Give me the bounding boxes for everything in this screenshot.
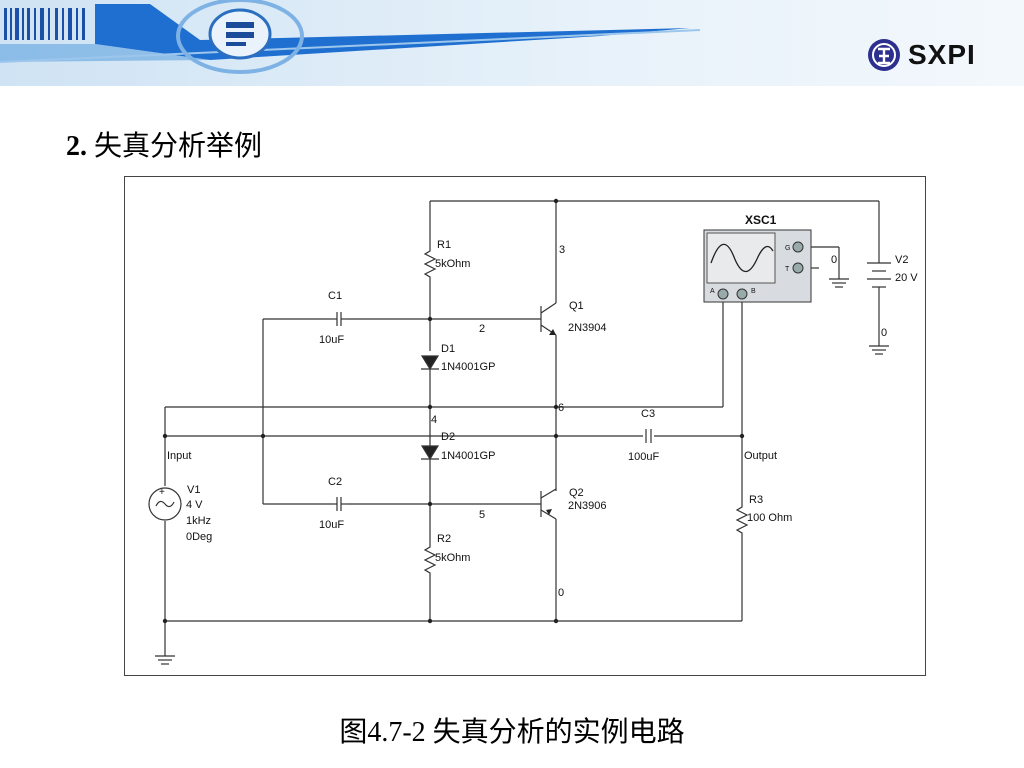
net-label-0-supply: 0 xyxy=(881,327,887,339)
r3-resistor xyxy=(735,501,749,537)
circuit-schematic: XSC1 G T A B 0 R1 5kOhm C1 10uF 2 3 Q1 2… xyxy=(148,198,918,665)
c2-value: 10uF xyxy=(319,519,344,531)
header-banner xyxy=(0,0,1024,86)
net-label-4: 4 xyxy=(431,414,437,426)
v1-ac-source xyxy=(148,487,182,521)
d1-diode xyxy=(420,355,440,371)
scope-terminal-a: A xyxy=(710,288,715,295)
q1-value: 2N3904 xyxy=(568,322,607,334)
net-label-6: 6 xyxy=(558,402,564,414)
figure-caption: 图4.7-2 失真分析的实例电路 xyxy=(339,717,685,748)
net-label-input: Input xyxy=(167,450,191,462)
d2-name: D2 xyxy=(441,431,455,443)
c1-name: C1 xyxy=(328,290,342,302)
d1-value: 1N4001GP xyxy=(441,361,495,373)
heading-text: 失真分析举例 xyxy=(94,131,263,162)
net-label-output: Output xyxy=(744,450,777,462)
v2-name: V2 xyxy=(895,254,908,266)
c1-value: 10uF xyxy=(319,334,344,346)
r1-value: 5kOhm xyxy=(435,258,470,270)
c3-name: C3 xyxy=(641,408,655,420)
logo-text: SXPI xyxy=(908,39,976,70)
d2-value: 1N4001GP xyxy=(441,450,495,462)
r2-resistor xyxy=(423,541,437,577)
net-label-2: 2 xyxy=(479,323,485,335)
scope-name: XSC1 xyxy=(745,213,777,227)
slide-heading: 2. 失真分析举例 xyxy=(66,124,262,164)
heading-number: 2. xyxy=(66,131,87,162)
v1-plus-sign: + xyxy=(159,487,165,498)
brand-logo: SXPI xyxy=(866,37,1016,73)
q2-value: 2N3906 xyxy=(568,500,607,512)
net-label-0-scope: 0 xyxy=(831,254,837,266)
r3-name: R3 xyxy=(749,494,763,506)
v1-frequency: 1kHz xyxy=(186,515,211,527)
sxpi-emblem-icon xyxy=(868,39,900,71)
r1-name: R1 xyxy=(437,239,451,251)
q2-name: Q2 xyxy=(569,487,584,499)
barcode-graphic xyxy=(4,8,85,40)
scope-terminal-g: G xyxy=(785,245,790,252)
d1-name: D1 xyxy=(441,343,455,355)
c3-value: 100uF xyxy=(628,451,659,463)
r2-name: R2 xyxy=(437,533,451,545)
circuit-figure: XSC1 G T A B 0 R1 5kOhm C1 10uF 2 3 Q1 2… xyxy=(124,176,926,676)
scope-terminal-b: B xyxy=(751,288,756,295)
q1-name: Q1 xyxy=(569,300,584,312)
r1-resistor xyxy=(423,241,437,281)
v1-name: V1 xyxy=(187,484,200,496)
net-label-3: 3 xyxy=(559,244,565,256)
v1-phase: 0Deg xyxy=(186,531,212,543)
r3-value: 100 Ohm xyxy=(747,512,792,524)
r2-value: 5kOhm xyxy=(435,552,470,564)
globe-graphic xyxy=(176,0,304,74)
net-label-5: 5 xyxy=(479,509,485,521)
c2-name: C2 xyxy=(328,476,342,488)
scope-waveform xyxy=(710,243,774,273)
scope-terminal-t: T xyxy=(785,266,790,273)
v2-value: 20 V xyxy=(895,272,918,284)
net-label-0-bottom: 0 xyxy=(558,587,564,599)
d2-diode xyxy=(420,445,440,461)
oscilloscope-xsc1[interactable] xyxy=(703,229,812,303)
v1-amplitude: 4 V xyxy=(186,499,203,511)
